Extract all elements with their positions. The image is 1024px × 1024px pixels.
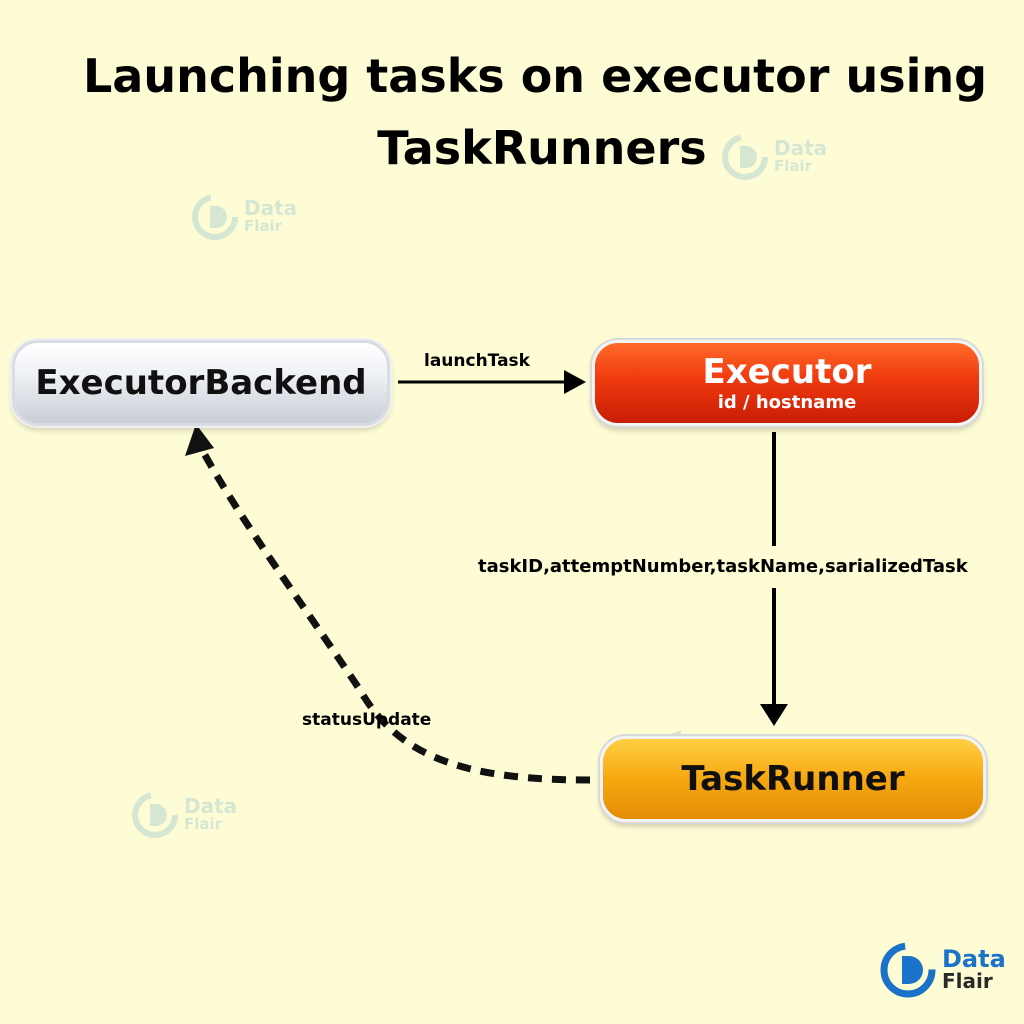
task-runner-label: TaskRunner xyxy=(681,759,905,799)
title-line-1: Launching tasks on executor using xyxy=(82,49,988,103)
executor-backend-label: ExecutorBackend xyxy=(35,363,367,403)
watermark-text-top: Data xyxy=(184,794,238,818)
status-update-arrowhead xyxy=(185,424,214,456)
watermark-text-bottom: Flair xyxy=(244,217,283,235)
dataflair-logo-icon xyxy=(880,942,936,998)
launch-task-arrowhead xyxy=(564,370,586,394)
dataflair-logo-icon xyxy=(722,134,768,180)
task-params-label: taskID,attemptNumber,taskName,sarialized… xyxy=(476,554,970,579)
task-runner-node: TaskRunner xyxy=(600,736,986,822)
executor-label: Executor xyxy=(702,352,872,392)
executor-node: Executor id / hostname xyxy=(592,340,982,426)
watermark: Data Flair xyxy=(720,132,827,182)
dataflair-logo-icon xyxy=(192,194,238,240)
status-update-arrow xyxy=(196,444,591,784)
dataflair-logo: Data Flair xyxy=(878,940,1006,1000)
watermark-text-bottom: Flair xyxy=(184,815,223,833)
logo-text-bottom: Flair xyxy=(942,969,993,993)
watermark: Data Flair xyxy=(190,192,297,242)
watermark: Data Flair xyxy=(130,790,237,840)
watermark-text-top: Data xyxy=(244,196,298,220)
launch-task-label: launchTask xyxy=(424,351,530,371)
diagram-title: Launching tasks on executor using TaskRu… xyxy=(0,40,1024,184)
logo-text-top: Data xyxy=(942,945,1006,973)
watermark-text-bottom: Flair xyxy=(774,157,813,175)
watermark-text-top: Data xyxy=(774,136,828,160)
status-update-label: statusUpdate xyxy=(302,710,432,730)
dataflair-logo-icon xyxy=(132,792,178,838)
task-params-arrowhead xyxy=(760,704,788,726)
title-line-2: TaskRunners xyxy=(377,121,707,175)
executor-backend-node: ExecutorBackend xyxy=(12,340,390,426)
executor-sublabel: id / hostname xyxy=(717,392,857,413)
